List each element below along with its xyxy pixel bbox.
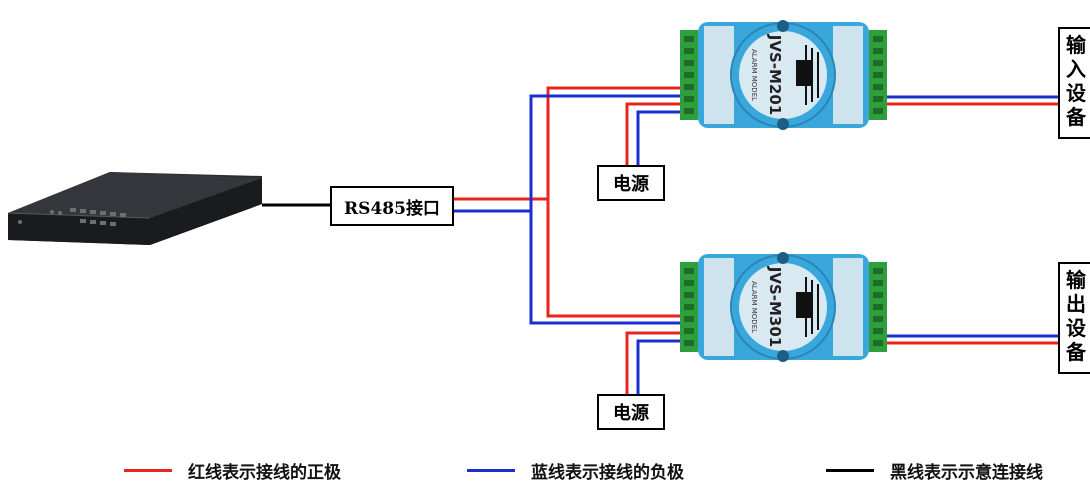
module-top-text: ALARM MODEL xyxy=(750,49,758,101)
input-device-char: 设 xyxy=(1066,81,1086,105)
output-device-char: 输 xyxy=(1066,268,1086,292)
rs485-bus xyxy=(454,86,684,325)
output-device-char: 设 xyxy=(1066,316,1086,340)
module-jvs-m201: JVS-M201 ALARM MODEL xyxy=(680,20,887,130)
legend-swatch-blue xyxy=(467,468,515,472)
legend-positive: 红线表示接线的正极 xyxy=(124,458,341,483)
module-bottom-text: ALARM MODEL xyxy=(750,281,758,333)
output-device-char: 出 xyxy=(1066,292,1086,316)
dvr-recorder xyxy=(7,172,262,245)
power-wires xyxy=(625,102,684,394)
power-label-bottom: 电源 xyxy=(597,394,665,430)
module-bottom-model: JVS-M301 xyxy=(766,266,784,347)
legend-negative: 蓝线表示接线的负极 xyxy=(467,458,684,483)
legend-positive-text: 红线表示接线的正极 xyxy=(188,462,341,483)
input-device-char: 入 xyxy=(1066,57,1086,81)
input-device-char: 输 xyxy=(1066,33,1086,57)
legend-negative-text: 蓝线表示接线的负极 xyxy=(531,462,684,483)
device-wires xyxy=(886,95,1058,345)
legend-swatch-red xyxy=(124,468,172,472)
legend-link: 黑线表示示意连接线 xyxy=(826,458,1043,483)
output-device-char: 备 xyxy=(1066,340,1086,364)
rs485-interface-label: RS485接口 xyxy=(330,186,454,226)
legend-link-text: 黑线表示示意连接线 xyxy=(890,462,1043,483)
legend-swatch-black xyxy=(826,468,874,472)
input-device-char: 备 xyxy=(1066,105,1086,129)
input-device-box: 输 入 设 备 xyxy=(1058,27,1090,139)
output-device-box: 输 出 设 备 xyxy=(1058,262,1090,374)
module-top-model: JVS-M201 xyxy=(766,34,784,115)
power-label-top: 电源 xyxy=(597,165,665,201)
module-jvs-m301: JVS-M301 ALARM MODEL xyxy=(680,252,887,362)
